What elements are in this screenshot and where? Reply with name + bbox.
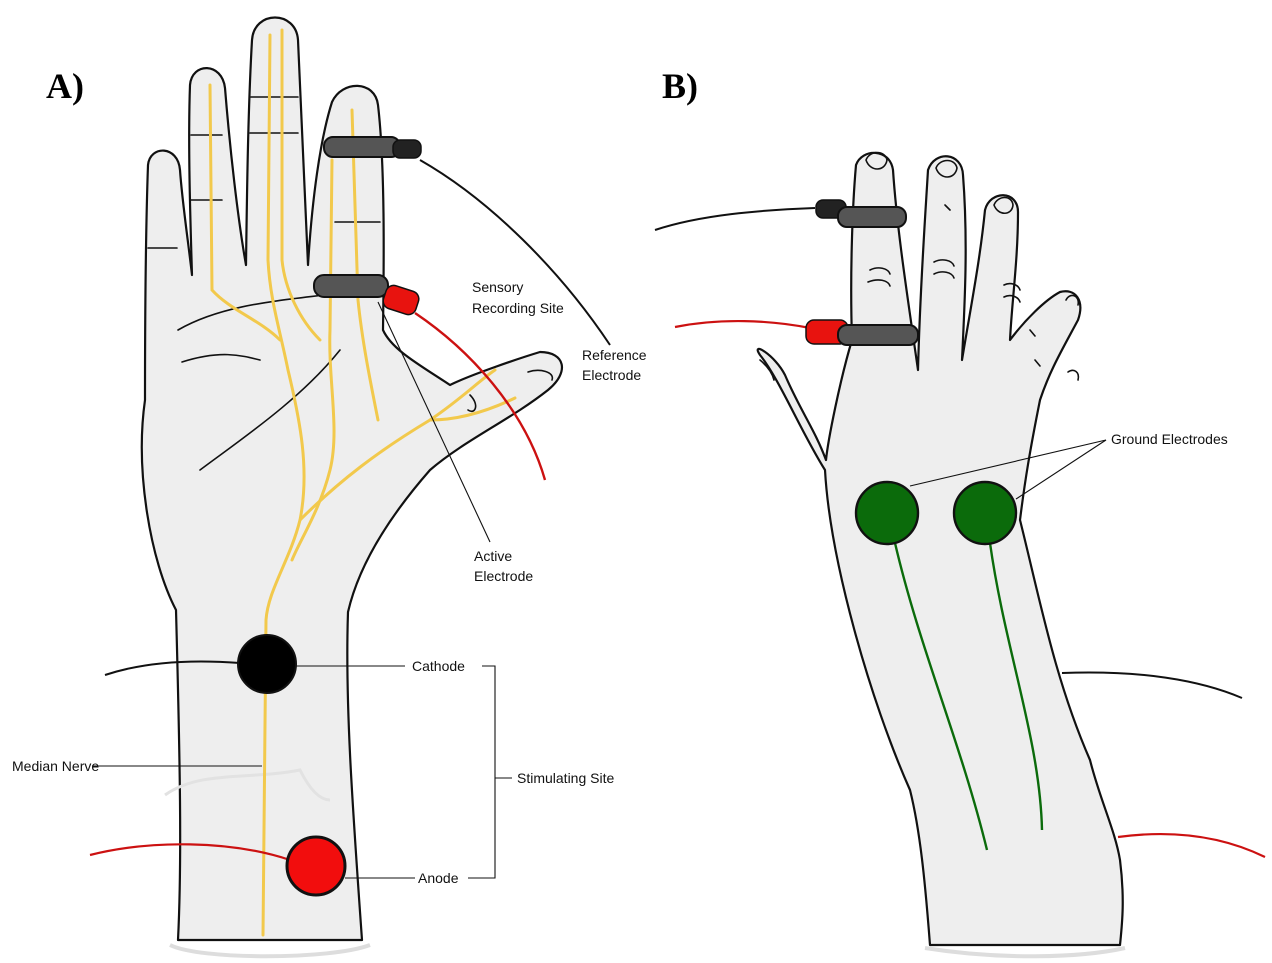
knuckle-thumb (1068, 370, 1078, 380)
cathode-wire-b (1062, 672, 1242, 698)
label-stimulating-site: Stimulating Site (517, 770, 614, 786)
label-sensory-line2: Recording Site (472, 300, 564, 316)
cathode-electrode (238, 635, 296, 693)
label-anode: Anode (418, 870, 459, 886)
ground-electrode-right (954, 482, 1016, 544)
back-wrist-edge (925, 948, 1125, 956)
palm-hand (142, 18, 562, 957)
stimulating-site-bracket (468, 666, 495, 878)
panel-b: B) (655, 66, 1265, 956)
active-wire-b (675, 321, 810, 328)
active-electrode-connector (381, 283, 421, 316)
label-cathode: Cathode (412, 658, 465, 674)
label-reference-line1: Reference (582, 347, 647, 363)
reference-electrode-wire (420, 160, 610, 345)
label-active-line1: Active (474, 548, 512, 564)
label-sensory-line1: Sensory (472, 279, 523, 295)
reference-ring-b (838, 207, 906, 227)
anode-wire-b (1118, 834, 1265, 857)
reference-wire-b (655, 208, 815, 230)
label-reference-line2: Electrode (582, 367, 641, 383)
reference-electrode-ring (324, 137, 400, 157)
label-median-nerve: Median Nerve (12, 758, 99, 774)
active-ring-b (838, 325, 918, 345)
reference-electrode-connector (393, 140, 421, 158)
panel-a: A) (12, 18, 647, 957)
ground-electrode-left (856, 482, 918, 544)
anode-electrode (287, 837, 345, 895)
panel-a-letter: A) (46, 66, 84, 106)
label-ground-electrodes: Ground Electrodes (1111, 431, 1228, 447)
active-electrode-ring (314, 275, 388, 297)
back-hand (758, 153, 1125, 957)
wrist-edge-smudge (170, 945, 370, 956)
label-active-line2: Electrode (474, 568, 533, 584)
panel-b-letter: B) (662, 66, 698, 106)
